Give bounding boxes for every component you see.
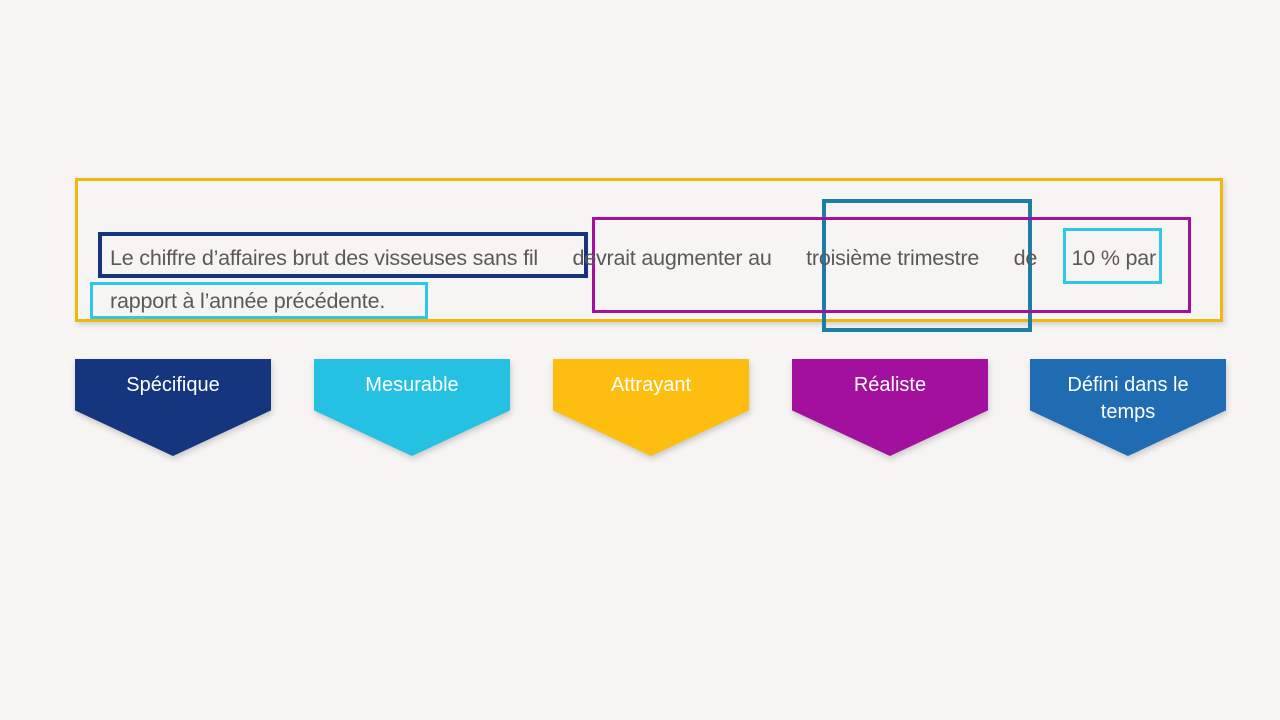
banner-realiste: Réaliste [792,359,988,456]
banner-realiste-label: Réaliste [853,374,927,396]
banner-attrayant-shape: Attrayant [553,359,749,456]
goal-segment-specific: Le chiffre d’affaires brut des visseuses… [110,246,538,270]
banner-attrayant: Attrayant [553,359,749,456]
banner-specifique-shape: Spécifique [75,359,271,456]
banner-defini-dans-le-temps: Défini dans le temps [1030,359,1226,456]
banner-specifique: Spécifique [75,359,271,456]
banner-defini-dans-le-temps-label: Défini dans le temps [1067,374,1189,423]
goal-segment-measurable: 10 % par [1071,246,1157,270]
banner-mesurable-shape: Mesurable [314,359,510,456]
banner-realiste-shape: Réaliste [792,359,988,456]
goal-sentence-line1: Le chiffre d’affaires brut des visseuses… [110,243,1156,273]
goal-segment-connector: de [1013,246,1038,270]
banner-mesurable-label: Mesurable [365,374,459,396]
banner-specifique-label: Spécifique [126,374,220,396]
goal-segment-middle: devrait augmenter au [572,246,772,270]
goal-sentence-line2: rapport à l’année précédente. [110,289,386,313]
banner-attrayant-label: Attrayant [610,374,692,396]
goal-segment-time: troisième trimestre [806,246,980,270]
banner-mesurable: Mesurable [314,359,510,456]
banner-defini-dans-le-temps-shape: Défini dans le temps [1030,359,1226,456]
